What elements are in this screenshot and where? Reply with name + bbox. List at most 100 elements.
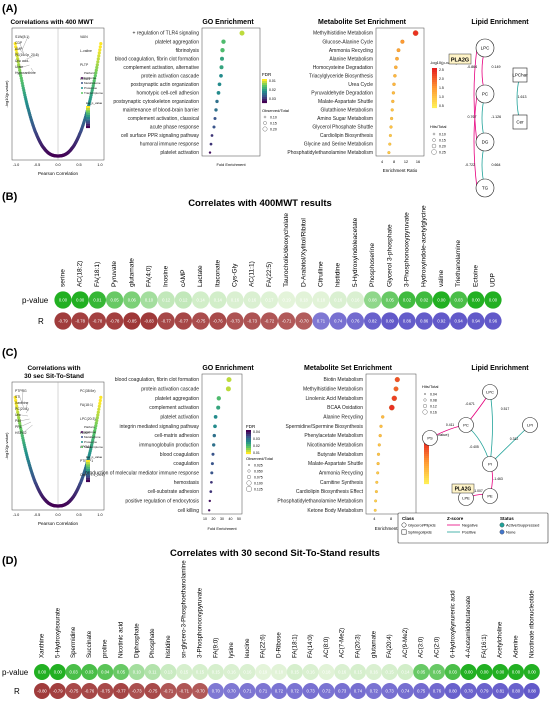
volcano-point xyxy=(95,416,99,420)
go-size-tick: 0.125 xyxy=(254,488,263,492)
volcano-point xyxy=(98,48,102,52)
volcano-point xyxy=(96,57,100,61)
go-term-label: cell-substrate adhesion xyxy=(148,489,200,495)
mse-term-label: Glycine and Serine Metabolism xyxy=(304,142,373,148)
volcano-point xyxy=(17,65,21,70)
volcano-legend-swatch xyxy=(81,436,83,438)
mse-colorbar-step xyxy=(432,98,437,101)
lipid-legend-box xyxy=(397,512,549,544)
heatmap-p-value: 0.16 xyxy=(248,298,257,303)
panel-a-go-fdr-title: FDR xyxy=(262,72,272,77)
heatmap-p-cell xyxy=(160,664,177,680)
heatmap-p-cell xyxy=(97,664,114,680)
heatmap-r-cell xyxy=(467,312,485,330)
mse-dot xyxy=(392,82,396,86)
mse-dot xyxy=(412,30,419,36)
heatmap-r-value: -0.75 xyxy=(69,689,79,694)
heatmap-column-label: 6-Hydroxykynurenic acid xyxy=(449,590,456,658)
heatmap-r-value: 0.94 xyxy=(455,319,464,324)
heatmap-p-value: 0.15 xyxy=(354,670,363,675)
heatmap-p-cell xyxy=(444,664,461,680)
lipid-edge-label: -0.405 xyxy=(469,445,479,449)
mse-term-label: BCAA Oxidation xyxy=(327,405,363,411)
volcano-gene-label: PC(20:4) xyxy=(15,407,29,411)
panel-c-volcano-ylabel: -log10(p-value) xyxy=(4,432,9,460)
volcano-point xyxy=(17,416,21,420)
go-fdr-step xyxy=(262,99,267,102)
go-dot xyxy=(210,471,214,475)
go-dot xyxy=(217,82,222,87)
volcano-point xyxy=(91,436,95,440)
heatmap-p-value: 0.16 xyxy=(243,670,252,675)
mse-colorbar-step xyxy=(424,454,429,457)
heatmap-column-label: Spermidine xyxy=(70,626,77,658)
volcano-colorbar-step xyxy=(86,464,90,467)
heatmap-r-cell xyxy=(140,312,158,330)
heatmap-p-cell xyxy=(226,291,244,309)
heatmap-column-label: Nicotinate ribonucleotide xyxy=(528,590,535,658)
panel-c-go-fdr-colorbar: 0.040.030.020.01 xyxy=(246,430,260,455)
heatmap-p-cell xyxy=(413,664,430,680)
volcano-gene-label: LPC(20:3) xyxy=(80,417,95,421)
panel-c-volcano-title: Correlations with xyxy=(27,365,80,372)
heatmap-r-value: -0.77 xyxy=(116,689,126,694)
go-fdr-tick: 0.01 xyxy=(269,79,276,83)
heatmap-r-cell xyxy=(476,683,493,699)
heatmap-r-value: -0.76 xyxy=(85,689,95,694)
lipid-edge xyxy=(473,47,478,143)
mse-term-label: Ammonia Recycling xyxy=(329,48,373,54)
mse-x-tick: 8 xyxy=(393,160,395,164)
heatmap-r-value: 0.72 xyxy=(275,689,284,694)
go-fdr-step xyxy=(262,79,267,82)
lipid-node-label: PE xyxy=(487,494,493,499)
go-fdr-step xyxy=(262,101,267,104)
heatmap-p-value: 0.11 xyxy=(149,670,158,675)
mse-term-label: Carnitine Synthesis xyxy=(320,480,364,486)
heatmap-p-value: 0.00 xyxy=(437,298,446,303)
volcano-label-leader xyxy=(27,60,30,63)
volcano-point xyxy=(94,71,98,75)
mse-size-tick: 0.15 xyxy=(439,139,446,143)
heatmap-r-value: 0.72 xyxy=(291,689,300,694)
heatmap-p-value: 0.00 xyxy=(528,670,537,675)
panel-c-mse-size-title: Hits/Total xyxy=(422,384,439,389)
go-term-label: cell-matrix adhesion xyxy=(155,433,200,439)
heatmap-r-cell xyxy=(160,683,177,699)
heatmap-p-value: 0.03 xyxy=(455,298,464,303)
heatmap-r-cell xyxy=(302,683,319,699)
heatmap-p-value: 0.17 xyxy=(265,298,274,303)
volcano-point xyxy=(19,76,23,80)
go-term-label: postsynaptic actin organization xyxy=(131,82,200,88)
volcano-colorbar-step xyxy=(86,471,90,474)
mse-colorbar-step xyxy=(424,458,429,461)
panel-a-volcano-title: Correlations with 400 MWT xyxy=(10,19,93,26)
heatmap-p-value: 0.18 xyxy=(322,670,331,675)
go-dot xyxy=(212,125,216,129)
go-dot xyxy=(209,490,213,493)
mse-term-label: Methylhistidine Metabolism xyxy=(313,31,373,37)
heatmap-r-cell xyxy=(34,683,50,699)
go-term-label: + regulation of TLR4 signaling xyxy=(133,31,200,37)
heatmap-column-label: D-Arabitol/Xylitol/Ribitol xyxy=(300,218,307,287)
heatmap-p-cell xyxy=(207,664,224,680)
heatmap-p-value: 0.10 xyxy=(145,298,154,303)
heatmap-p-cell xyxy=(49,664,66,680)
go-dot xyxy=(214,108,218,112)
mse-size-circle xyxy=(423,404,428,409)
panel-d-letter: (D) xyxy=(2,555,18,567)
heatmap-r-value: 0.70 xyxy=(212,689,221,694)
volcano-legend-swatch xyxy=(81,87,83,89)
heatmap-p-cell xyxy=(286,664,303,680)
heatmap-r-cell xyxy=(239,683,256,699)
volcano-legend-label: Proteome xyxy=(84,86,97,90)
heatmap-column-label: FA(14:0) xyxy=(307,634,314,658)
panel-a-go-size-title: Observed/Total xyxy=(262,108,289,113)
go-term-label: acute phase response xyxy=(150,125,199,131)
heatmap-r-value: 0.73 xyxy=(307,689,316,694)
heatmap-column-label: FA(20:3) xyxy=(355,634,362,658)
heatmap-column-label: AC(11:1) xyxy=(249,261,256,287)
volcano-point xyxy=(18,71,22,75)
lipid-node-label: PS xyxy=(427,436,433,441)
volcano-x-tick: 0.5 xyxy=(76,513,81,517)
